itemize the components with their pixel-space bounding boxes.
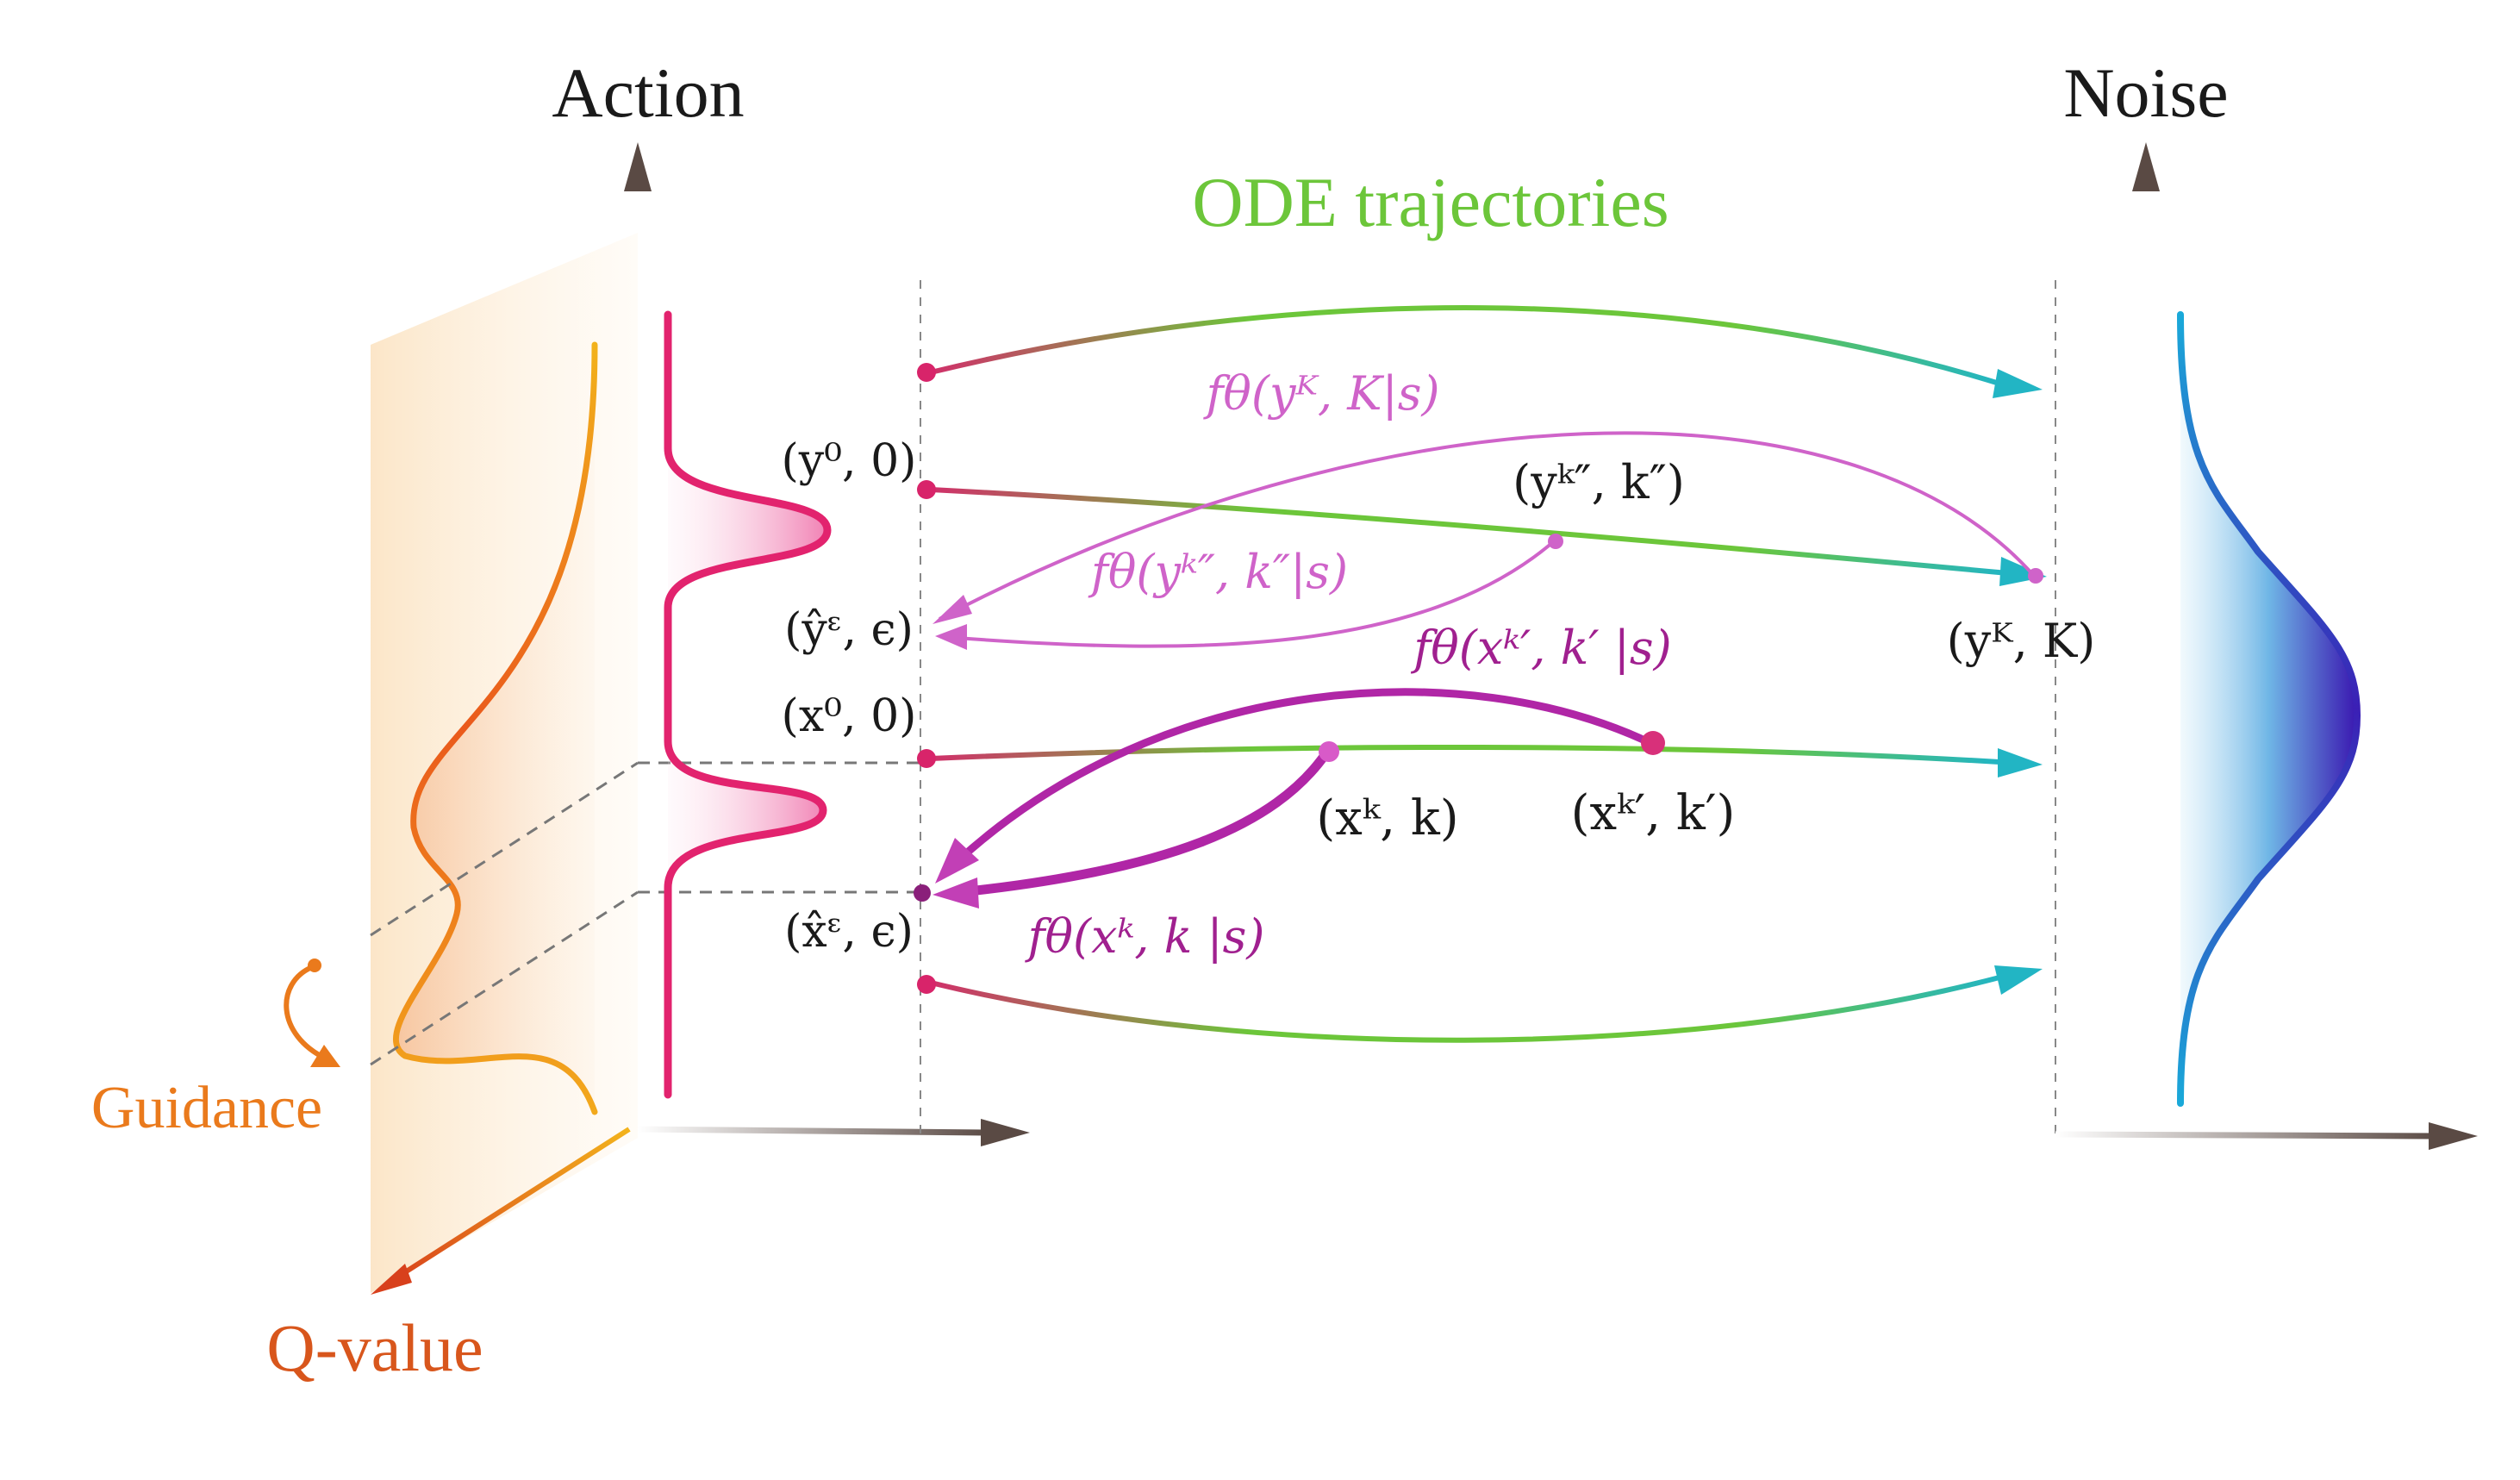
qvalue-arrowhead (371, 1264, 412, 1295)
action-axis-h-arrowhead (981, 1119, 1030, 1146)
label-f-xkp: fθ(xᵏ′, k′ |s) (1410, 621, 1671, 675)
consistency-arrowhead-yK (933, 595, 972, 624)
action-axis-arrowhead (624, 142, 652, 191)
noise-axis-arrowhead (2132, 142, 2160, 191)
traj-start-dot-1 (917, 363, 936, 382)
noise-axis-horizontal (2055, 1131, 2440, 1140)
point-ykpp-dot (1548, 534, 1563, 549)
traj-start-dot-2 (917, 480, 936, 499)
traj-start-dot-4 (917, 975, 936, 994)
guidance-label: Guidance (91, 1075, 322, 1141)
projection-line-upper (370, 761, 639, 937)
noise-distribution-curve (2177, 311, 2361, 1107)
ode-trajectory-2 (930, 487, 2009, 576)
label-f-yK: fθ(yᴷ, K|s) (1202, 366, 1439, 421)
label-x-hat: (x̂ᵋ, ϵ) (784, 906, 914, 958)
consistency-arc-xk (960, 748, 1332, 897)
label-xkp: (xᵏ′, k′) (1571, 785, 1736, 841)
ode-arrowhead-3 (1998, 748, 2043, 777)
action-axis-horizontal (637, 1126, 992, 1136)
label-f-xk: fθ(xᵏ, k |s) (1025, 909, 1265, 964)
consistency-arrowhead-ykpp (935, 624, 967, 650)
ode-trajectory-3 (930, 744, 2000, 765)
point-xkp-dot (1641, 731, 1665, 755)
point-xhat-dot (914, 884, 931, 902)
noise-axis-h-arrowhead (2429, 1122, 2478, 1150)
guidance-arrowhead (310, 1045, 340, 1067)
consistency-arc-xkp (953, 688, 1652, 865)
point-xk-dot (1319, 741, 1339, 762)
ode-arrowhead-1 (1993, 369, 2043, 398)
consistency-arc-yK (939, 431, 2036, 621)
action-distribution-curve (664, 310, 832, 1099)
ode-title: ODE trajectories (1192, 163, 1669, 241)
qvalue-curve-fill (396, 345, 595, 1112)
noise-title: Noise (2063, 53, 2228, 132)
ode-trajectory-4 (930, 975, 2000, 1043)
qvalue-axis (384, 1127, 631, 1287)
traj-start-dot-3 (917, 749, 936, 768)
guidance-arrow (284, 965, 327, 1061)
label-y0: (y⁰, 0) (782, 435, 917, 487)
action-distribution-fill (668, 315, 827, 1095)
ode-arrowhead-4 (1994, 965, 2043, 995)
noise-distribution-fill (2180, 315, 2357, 1103)
label-y-hat: (ŷᵋ, ϵ) (784, 604, 914, 656)
consistency-arrowhead-xkp (935, 838, 979, 884)
label-yK: (yᴷ, K) (1947, 614, 2096, 668)
ode-trajectory-1 (930, 305, 2000, 386)
consistency-arrowhead-xk (933, 877, 979, 909)
qvalue-label: Q-value (266, 1310, 483, 1385)
label-x0: (x⁰, 0) (782, 690, 917, 742)
action-title: Action (552, 53, 744, 132)
consistency-arc-ykpp (956, 540, 1556, 648)
label-ykpp: (yᵏ″, k″) (1513, 455, 1685, 509)
qvalue-curve (392, 341, 598, 1115)
point-yK-dot (2028, 568, 2043, 584)
label-f-ykpp: fθ(yᵏ″, k″|s) (1088, 545, 1348, 599)
projection-line-lower (370, 890, 639, 1066)
label-xk: (xᵏ, k) (1316, 790, 1458, 846)
